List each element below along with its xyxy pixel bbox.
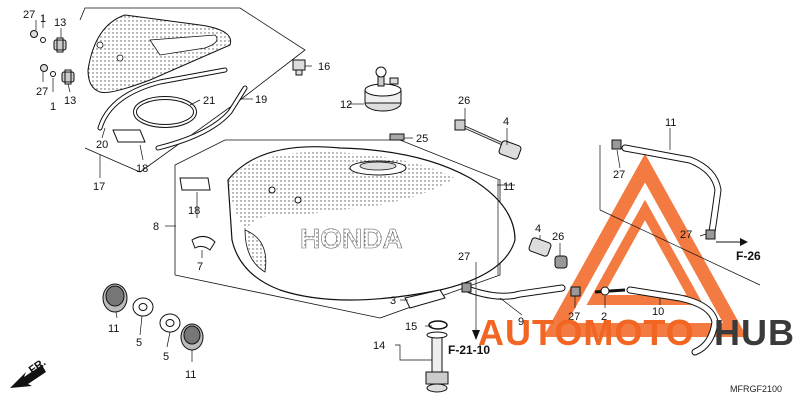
fuel-tank-cover [87,14,232,93]
callout-17: 16 [318,61,330,73]
callout-1-b: 1 [50,101,56,113]
clip-part-27-a [611,139,622,150]
callout-25: 26 [458,95,470,107]
reference-f21-10: F-21-10 [448,343,490,357]
clip-part-27-d [570,286,581,297]
callout-10: 10 [652,306,664,318]
washer-part-5-right [159,313,181,333]
callout-15: 14 [373,340,385,352]
callout-12-b: 11 [185,369,196,381]
o-ring-part-16 [428,320,448,330]
spring-part-23 [389,133,405,141]
callout-13: 12 [340,99,352,111]
fuel-unit-part-15 [425,331,449,393]
hose-part-8 [466,284,566,300]
grommet-part-14-lower [61,69,75,85]
callout-7: 8 [153,221,159,233]
hose-part-10 [626,286,719,356]
callout-18: 17 [93,181,105,193]
callout-4-a: 4 [503,116,509,128]
callout-26: 26 [552,231,564,243]
callout-23: 25 [416,133,428,145]
callout-27-b: 27 [680,229,692,241]
watermark-word-orange: AUTOMOTO [478,312,695,353]
callout-27-d: 27 [568,311,580,323]
callout-19-b: 18 [188,205,200,217]
bolt-part-24-lower [40,64,48,72]
callout-1-a: 1 [40,13,46,25]
arrow-to-f26 [716,238,748,246]
callout-20: 19 [255,94,267,106]
watermark-word-dark: HUB [714,312,795,353]
bolt-part-24-upper [30,30,38,38]
seal-ring-part-22 [133,96,197,128]
callout-16: 15 [405,321,417,333]
front-direction-arrow-icon [10,365,46,388]
joint-part-2 [594,286,626,296]
clip-part-27-b [705,229,716,240]
callout-24-b: 27 [36,86,48,98]
callout-4-b: 4 [535,223,541,235]
fuel-tank: HONDA [227,146,516,301]
washer-part-1-upper [40,37,46,43]
reference-f26: F-26 [736,249,761,263]
seat-cover-group-outline [79,7,306,173]
callout-9: 11 [503,181,514,193]
washer-part-1-lower [50,71,56,77]
callout-11: 11 [665,117,676,129]
cap-part-12-left [102,283,128,313]
rubber-strip-part-20 [155,85,248,151]
reference-lines [35,15,761,362]
hose-part-11 [621,144,722,236]
callout-21: 20 [96,139,108,151]
arrow-to-f21 [472,330,480,340]
rubber-strip-part-21 [97,67,228,131]
pad-part-19-lower [179,177,211,191]
washer-part-5-left [132,297,154,317]
pad-part-19-upper [112,129,146,143]
callout-27-a: 27 [613,169,625,181]
callout-5-a: 5 [136,337,142,349]
callout-3: 3 [390,295,396,307]
tank-brand-logo: HONDA [300,223,403,254]
callout-5-b: 5 [163,351,169,363]
callout-14-b: 13 [64,95,76,107]
grommet-part-14-upper [53,37,67,53]
watermark-triangle [543,153,747,337]
collar-part-4-lower [528,237,552,257]
bolt-part-17 [292,59,306,76]
callout-22: 21 [203,95,215,107]
tank-group-outline [174,139,501,319]
callout-6: 7 [197,261,203,273]
callout-27-c: 27 [458,251,470,263]
callout-2: 2 [601,311,607,323]
bolt-part-25 [454,119,506,147]
watermark-logo: AUTOMOTO HUB [478,312,795,353]
callout-19-a: 18 [136,163,148,175]
diagram-code: MFRGF2100 [730,384,782,394]
pad-part-6 [191,236,216,251]
heat-guard-part-3 [404,289,446,309]
callout-8: 9 [518,316,524,328]
cap-part-12-right [180,323,204,351]
fuel-cap-part-13 [364,66,402,112]
callout-14-a: 13 [54,17,66,29]
callout-12-a: 11 [108,323,119,335]
cushion-part-26 [554,255,568,269]
part-callouts: 27 1 13 27 1 13 16 21 19 20 18 17 12 25 … [23,9,692,381]
callout-24-a: 27 [23,9,35,21]
clip-part-27-c [461,282,472,293]
collar-part-4-upper [498,140,522,160]
